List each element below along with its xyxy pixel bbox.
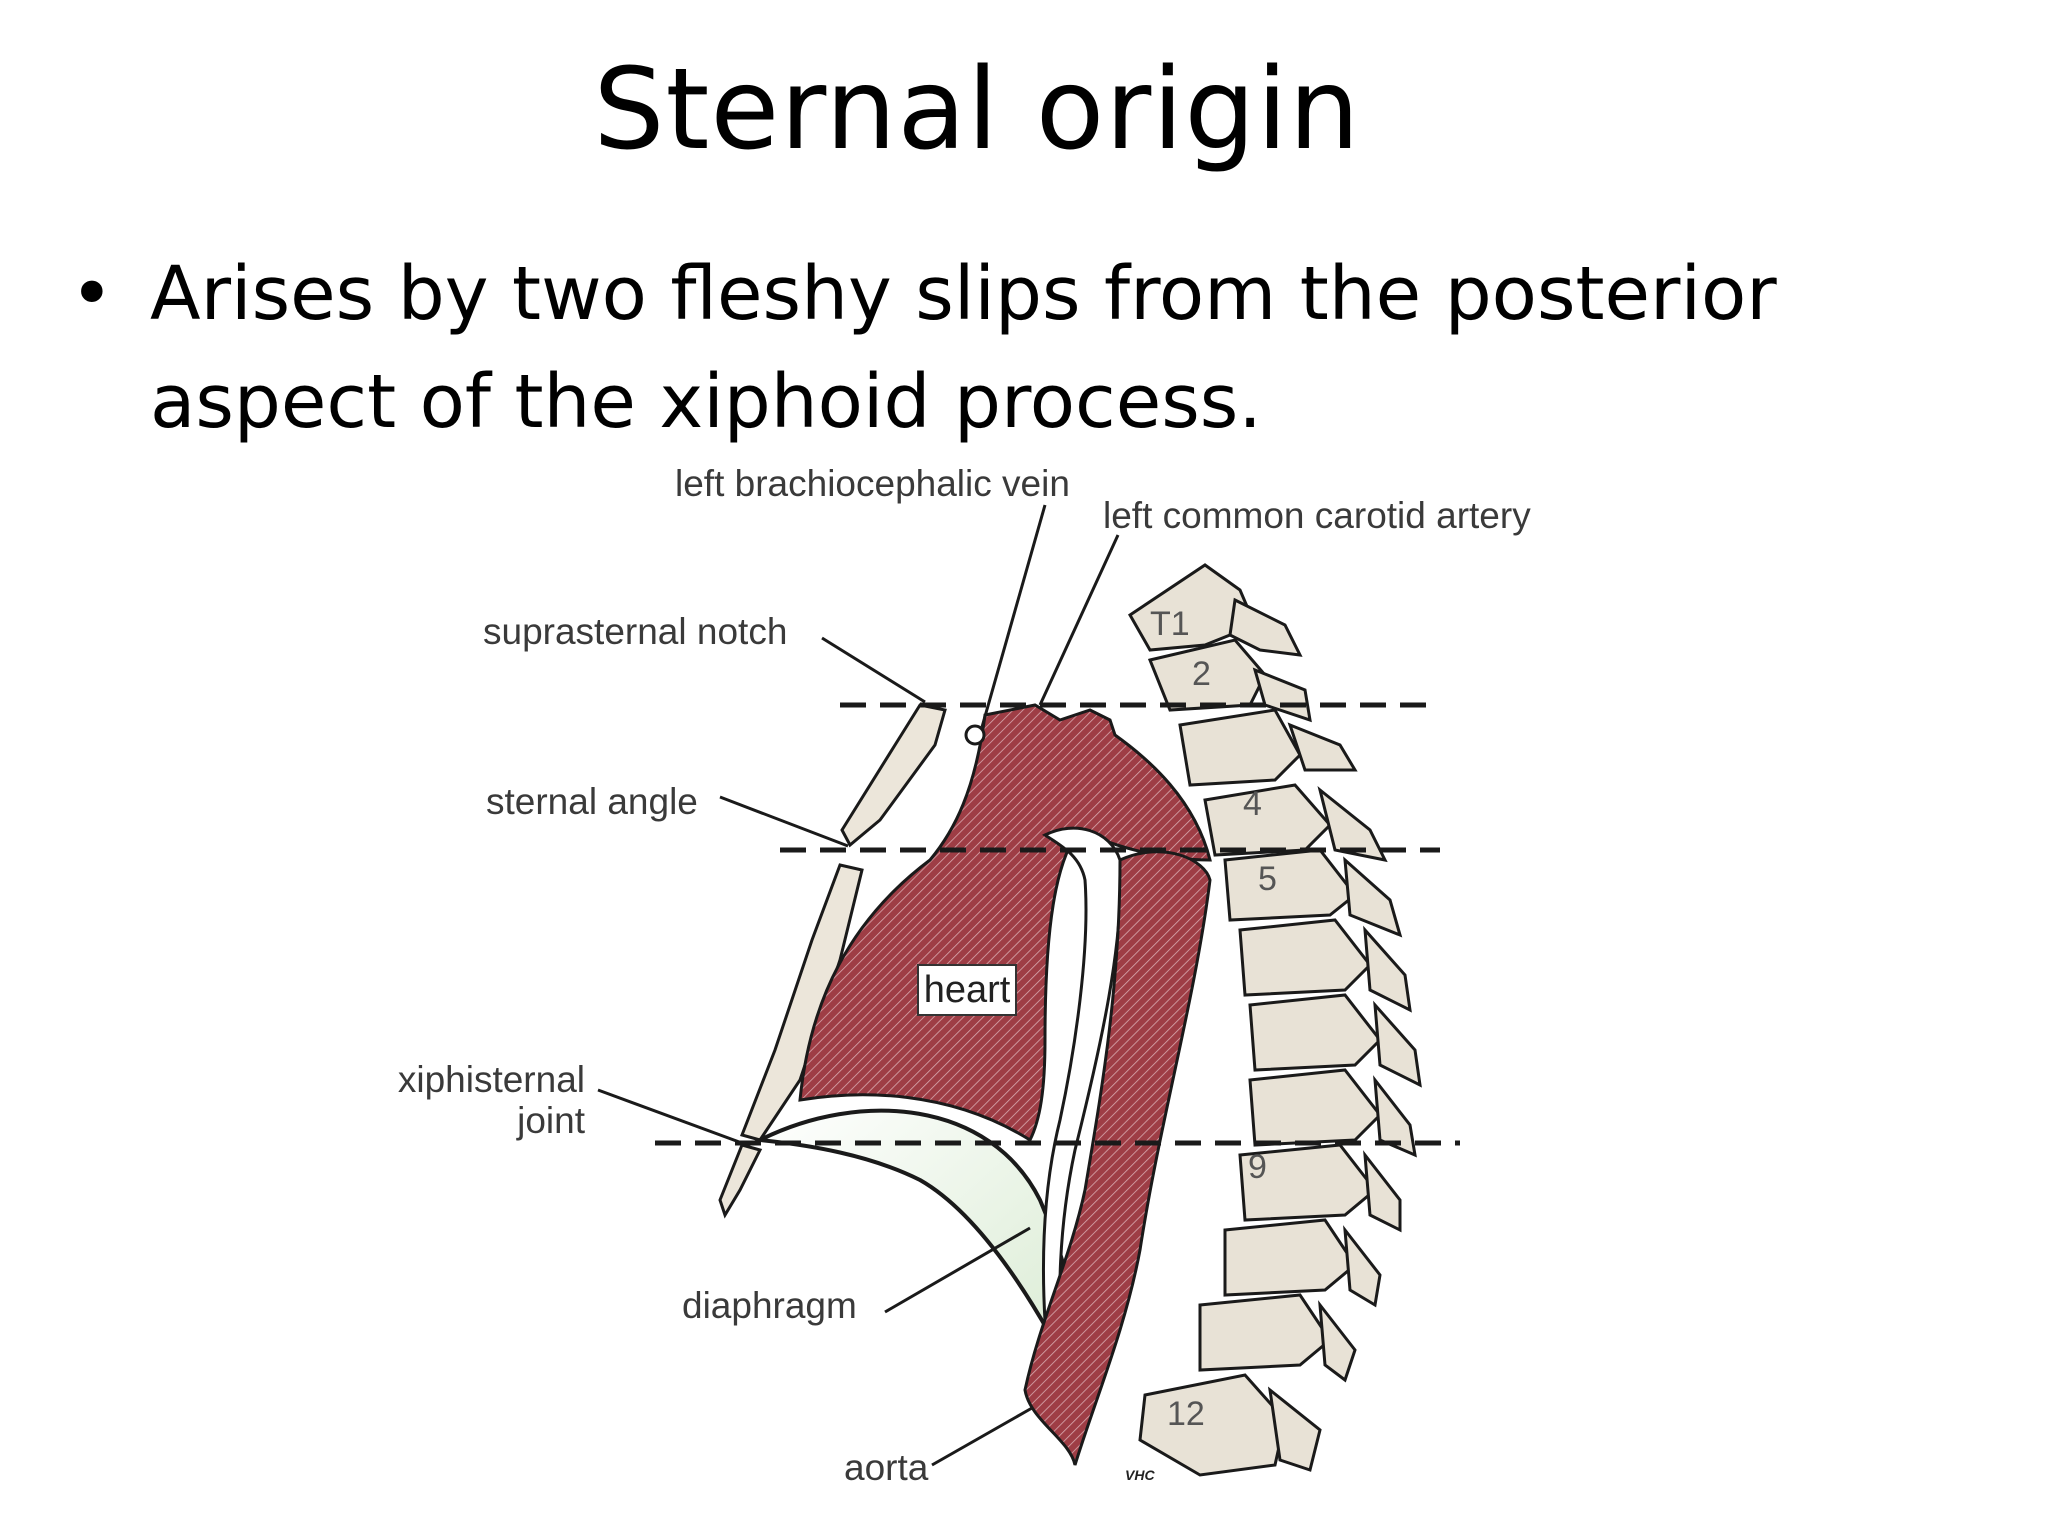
vertebra-4 <box>1203 783 1333 857</box>
vertebral-column <box>1128 563 1422 1477</box>
vertebra-12 <box>1138 1373 1287 1477</box>
label-xiphisternal-joint-line2: joint <box>516 1100 586 1141</box>
leader-brachiocephalic-vein <box>980 504 1047 728</box>
vertebra-6 <box>1238 918 1372 997</box>
vertebra-label-2: 2 <box>1192 655 1211 693</box>
spinous-process-t1 <box>1228 597 1303 657</box>
spinous-process-9 <box>1363 1150 1402 1233</box>
leader-xiphisternal-joint <box>597 1088 743 1145</box>
vertebra-3 <box>1178 708 1302 787</box>
vertebra-10 <box>1223 1218 1357 1297</box>
label-sternal-angle: sternal angle <box>486 781 698 822</box>
label-heart: heart <box>924 969 1011 1011</box>
label-aorta: aorta <box>844 1447 929 1488</box>
spinous-process-6 <box>1363 925 1412 1013</box>
sternum <box>718 703 947 1219</box>
label-xiphisternal-joint-line1: xiphisternal <box>398 1059 585 1100</box>
label-left-brachiocephalic-vein: left brachiocephalic vein <box>675 463 1070 504</box>
spinous-process-8 <box>1373 1075 1417 1158</box>
leader-suprasternal-notch <box>821 636 926 704</box>
vertebra-7 <box>1248 993 1382 1072</box>
vertebra-8 <box>1248 1068 1382 1147</box>
heart <box>798 703 1212 1143</box>
spinous-process-3 <box>1287 722 1358 772</box>
artist-signature: VHC <box>1125 1467 1155 1483</box>
vertebra-label-t1: T1 <box>1150 605 1190 643</box>
leader-sternal-angle <box>719 795 849 848</box>
leader-diaphragm <box>884 1226 1031 1314</box>
spinous-process-10 <box>1343 1225 1382 1308</box>
descending-aorta <box>1023 850 1212 1466</box>
vertebra-label-5: 5 <box>1258 860 1277 898</box>
vertebra-label-12: 12 <box>1167 1395 1205 1433</box>
label-suprasternal-notch: suprasternal notch <box>483 611 787 652</box>
spinous-process-5 <box>1343 856 1403 938</box>
spinous-process-12 <box>1267 1386 1322 1472</box>
vertebra-label-9: 9 <box>1248 1148 1267 1186</box>
label-left-common-carotid-artery: left common carotid artery <box>1103 495 1531 536</box>
leader-aorta <box>931 1406 1033 1467</box>
vertebra-5 <box>1223 848 1358 922</box>
manubrium <box>840 703 947 848</box>
xiphoid-process <box>718 1143 763 1219</box>
label-diaphragm: diaphragm <box>682 1285 857 1326</box>
vertebra-2 <box>1147 638 1267 712</box>
vertebra-11 <box>1198 1293 1332 1372</box>
vertebra-9 <box>1238 1143 1378 1222</box>
bullet-text: Arises by two fleshy slips from the post… <box>150 251 1777 445</box>
slide-title: Sternal origin <box>593 45 1361 175</box>
spinous-process-7 <box>1373 1000 1422 1088</box>
leader-common-carotid <box>1038 534 1120 706</box>
brachiocephalic-vein-cross-section <box>964 724 986 746</box>
heart-label-box <box>917 964 1017 1016</box>
spinous-process-11 <box>1318 1300 1357 1383</box>
bullet-dot: • <box>70 251 114 337</box>
vertebra-label-4: 4 <box>1243 785 1262 823</box>
spinous-process-4 <box>1317 786 1388 863</box>
